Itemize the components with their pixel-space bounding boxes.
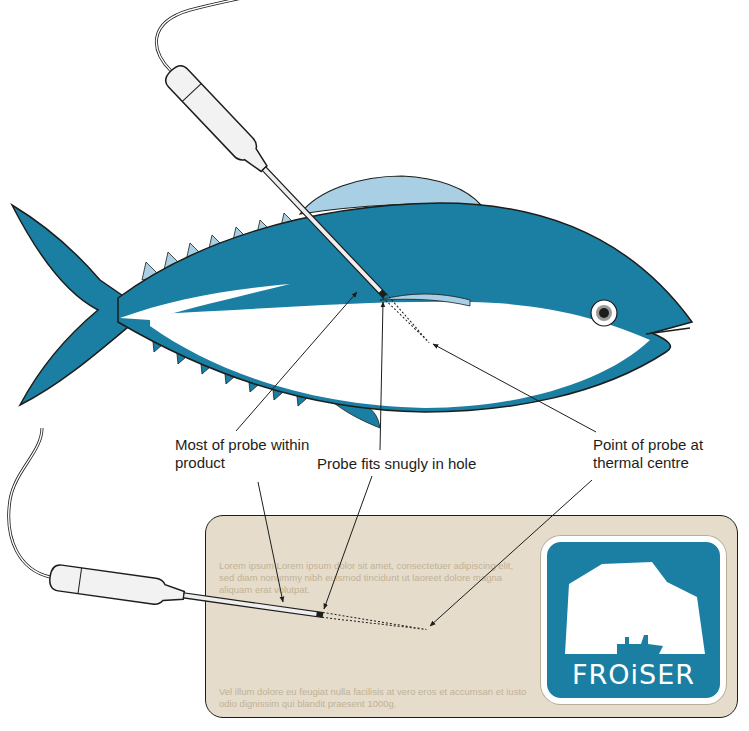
- fish-tail: [12, 205, 134, 405]
- callout-label: Most of probe within product: [173, 436, 317, 472]
- product-package: Lorem ipsum Lorem ipsum dolor sit amet, …: [205, 515, 738, 718]
- callout-label: Point of probe at thermal centre: [591, 436, 747, 472]
- fish-body: [118, 203, 692, 412]
- leader-line: [380, 302, 383, 450]
- brand-logo: FROiSER: [541, 536, 726, 704]
- package-text: Lorem ipsum Lorem ipsum dolor sit amet, …: [219, 560, 529, 596]
- fish-eye: [596, 305, 612, 321]
- fish-streak: [120, 284, 290, 320]
- probe-cable: [156, 0, 258, 71]
- leader-line: [236, 292, 357, 431]
- probe-cable: [9, 428, 50, 577]
- temperature-probe: [162, 62, 439, 352]
- package-text: Vel illum dolore eu feugiat nulla facili…: [219, 686, 529, 710]
- probe-cable: [9, 428, 50, 577]
- iceberg: [565, 562, 705, 654]
- fish-eye: [599, 308, 609, 318]
- probe-cable: [156, 0, 258, 71]
- fish-eye: [591, 300, 617, 326]
- leader-line: [433, 344, 596, 432]
- fish-mouth: [646, 328, 690, 334]
- callout-label: Probe fits snugly in hole: [315, 455, 519, 473]
- ship: [617, 635, 663, 654]
- pectoral-fin: [380, 294, 470, 306]
- logo-wordmark: FROiSER: [547, 660, 720, 690]
- fish-belly: [150, 302, 650, 408]
